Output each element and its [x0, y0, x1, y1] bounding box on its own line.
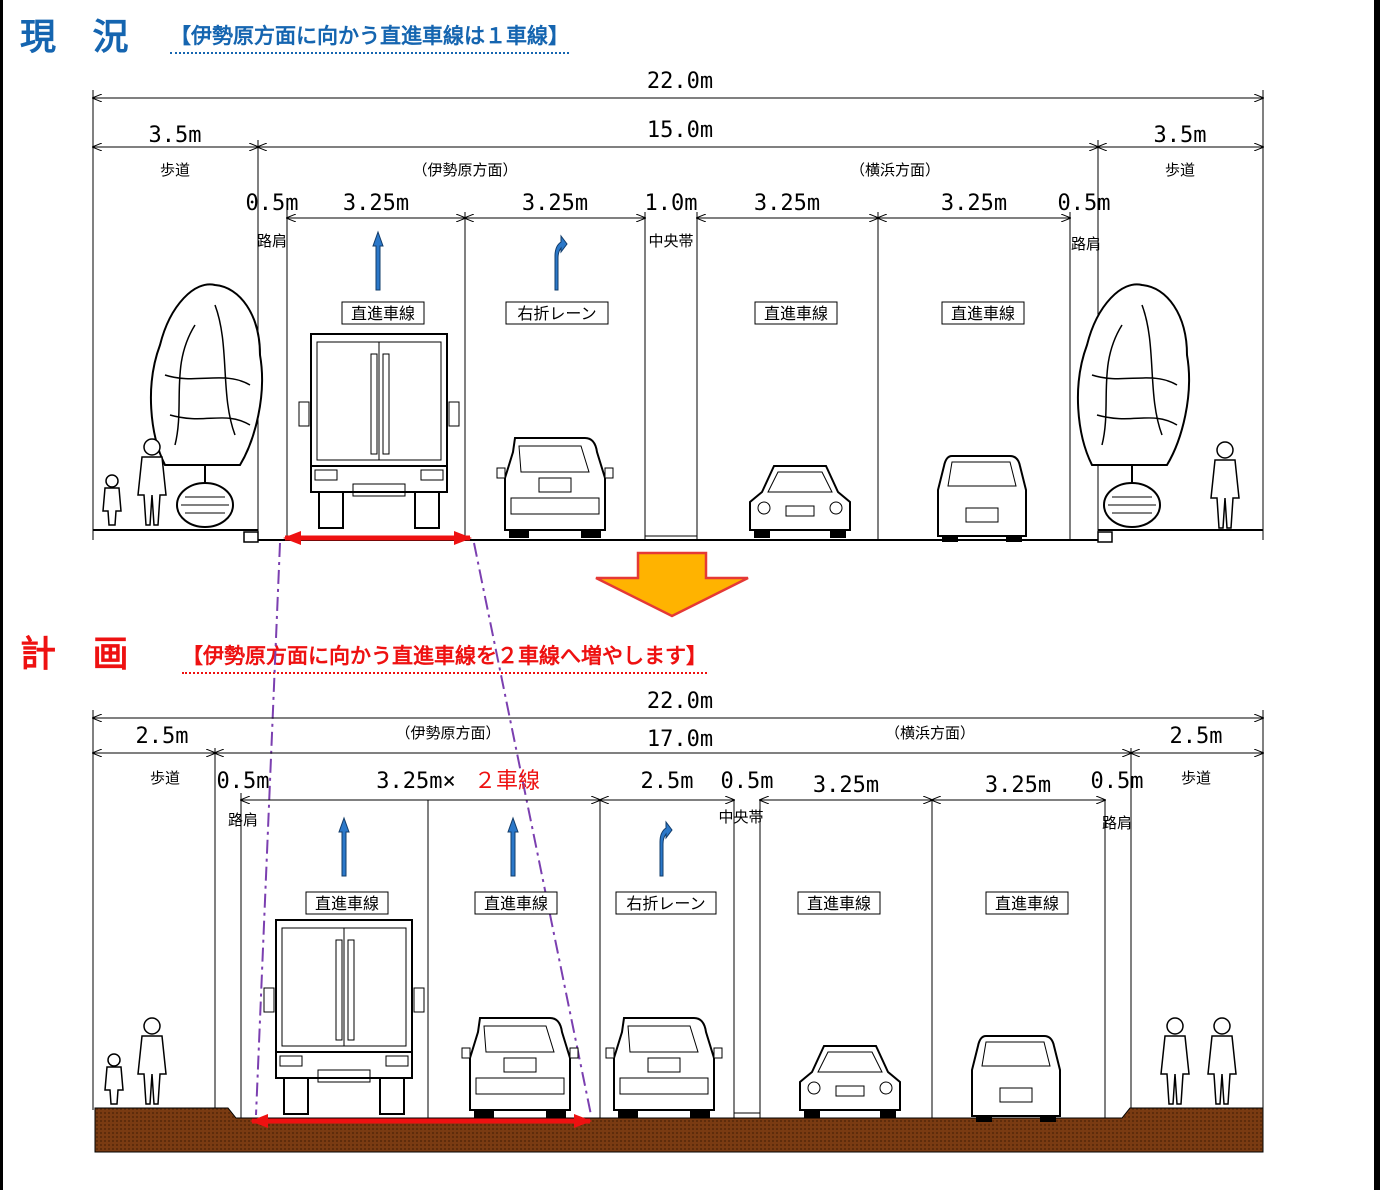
plan-title: 計 画 [20, 634, 141, 675]
plan-lane4-label: 直進車線 [807, 894, 871, 913]
plan-sidewalk-right-label: 歩道 [1181, 769, 1211, 787]
plan-sidewalk-left-width: 2.5m [136, 724, 189, 749]
plan-direction-right: （横浜方面） [885, 724, 975, 742]
plan-lanes-width: 3.25m× [376, 769, 455, 794]
current-direction-right: （横浜方面） [850, 161, 940, 179]
kei-car-icon [971, 1035, 1061, 1123]
projection-guide-lines [255, 542, 592, 1116]
current-subtitle: 【伊勢原方面に向かう直進車線は１車線】 [170, 20, 569, 54]
current-median-label: 中央帯 [648, 232, 693, 250]
plan-shoulder-left-width: 0.5m [217, 769, 270, 794]
van-icon [461, 1017, 579, 1119]
current-lane1-width: 3.25m [343, 191, 409, 216]
pedestrian-icon [1207, 1017, 1237, 1105]
straight-arrow-icon [338, 817, 350, 877]
plan-median-label: 中央帯 [718, 808, 763, 826]
plan-median-width: 0.5m [721, 769, 774, 794]
van-icon [496, 437, 614, 539]
pedestrian-icon [137, 1017, 167, 1105]
kei-car-icon [937, 455, 1027, 543]
current-shoulder-right-label: 路肩 [1071, 235, 1101, 253]
straight-arrow-icon [372, 231, 384, 291]
current-shoulder-left-width: 0.5m [246, 191, 299, 216]
plan-lane4-width: 3.25m [985, 773, 1051, 798]
plan-lane3-label: 右折レーン [626, 894, 705, 913]
current-shoulder-left-label: 路肩 [257, 232, 287, 250]
current-direction-left: （伊勢原方面） [412, 161, 517, 179]
plan-shoulder-right-width: 0.5m [1091, 769, 1144, 794]
current-sidewalk-left-width: 3.5m [149, 123, 202, 148]
sedan-icon [749, 465, 851, 539]
plan-direction-left: （伊勢原方面） [395, 724, 500, 742]
current-median-width: 1.0m [645, 191, 698, 216]
current-lane4-label: 直進車線 [951, 304, 1015, 323]
pedestrian-icon [1160, 1017, 1190, 1105]
current-lane2-label: 右折レーン [517, 304, 596, 323]
down-arrow-icon [595, 551, 749, 618]
sedan-icon [799, 1045, 901, 1119]
tree-icon [1076, 283, 1191, 528]
current-shoulder-right-width: 0.5m [1058, 191, 1111, 216]
child-icon [102, 474, 122, 526]
current-sidewalk-right-label: 歩道 [1165, 161, 1195, 179]
right-turn-arrow-icon [554, 235, 568, 291]
current-lane3-label: 直進車線 [764, 304, 828, 323]
plan-lane2-label: 直進車線 [484, 894, 548, 913]
plan-right-turn-width: 2.5m [641, 769, 694, 794]
current-illustrations [102, 231, 1240, 543]
current-section [93, 90, 1263, 543]
plan-sidewalk-left-label: 歩道 [150, 769, 180, 787]
plan-lane1-label: 直進車線 [315, 894, 379, 913]
truck-icon [263, 919, 425, 1115]
plan-shoulder-left-label: 路肩 [228, 811, 258, 829]
current-road-width: 15.0m [647, 118, 713, 143]
current-lane4-width: 3.25m [941, 191, 1007, 216]
current-sidewalk-left-label: 歩道 [160, 161, 190, 179]
van-icon [605, 1017, 723, 1119]
right-turn-arrow-icon [659, 821, 673, 877]
truck-icon [298, 333, 460, 529]
plan-illustrations [104, 817, 1237, 1123]
current-lane1-label: 直進車線 [351, 304, 415, 323]
current-total-width: 22.0m [647, 69, 713, 94]
current-lane2-width: 3.25m [522, 191, 588, 216]
plan-subtitle: 【伊勢原方面に向かう直進車線を２車線へ増やします】 [182, 640, 707, 674]
plan-lanes-count: ２車線 [474, 769, 540, 794]
current-title: 現 況 [20, 17, 141, 58]
plan-road-width: 17.0m [647, 727, 713, 752]
pedestrian-icon [1210, 441, 1240, 529]
plan-sidewalk-right-width: 2.5m [1170, 724, 1223, 749]
current-lane3-width: 3.25m [754, 191, 820, 216]
tree-icon [149, 283, 264, 528]
child-icon [104, 1053, 124, 1105]
current-sidewalk-right-width: 3.5m [1154, 123, 1207, 148]
plan-lane3-width: 3.25m [813, 773, 879, 798]
plan-ground [94, 1107, 1264, 1153]
plan-section [93, 710, 1263, 1118]
plan-shoulder-right-label: 路肩 [1102, 814, 1132, 832]
plan-total-width: 22.0m [647, 689, 713, 714]
straight-arrow-icon [507, 817, 519, 877]
plan-lane5-label: 直進車線 [995, 894, 1059, 913]
